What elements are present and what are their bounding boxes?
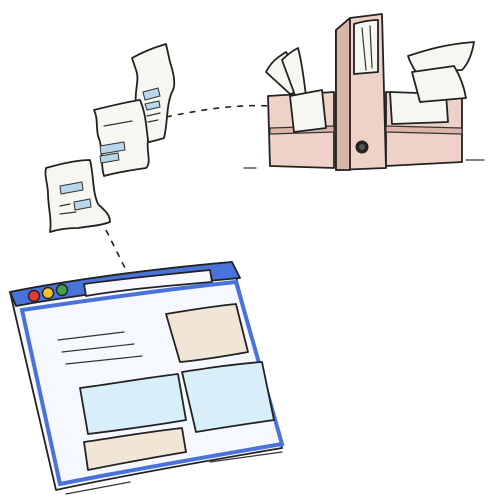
content-tile-blue-right xyxy=(181,361,275,433)
text-line xyxy=(57,331,125,341)
text-field-icon xyxy=(99,152,120,164)
file-organizer xyxy=(243,13,485,171)
text-field-icon xyxy=(99,141,126,155)
content-tile-beige-bottom xyxy=(83,427,187,471)
connector-browser-to-documents xyxy=(105,229,126,269)
flying-document-bottom xyxy=(44,159,111,233)
green-dot-icon[interactable] xyxy=(55,283,69,297)
text-line xyxy=(61,343,135,353)
text-field-icon xyxy=(59,181,84,195)
red-dot-icon[interactable] xyxy=(27,289,41,303)
yellow-dot-icon[interactable] xyxy=(41,286,55,300)
browser-viewport xyxy=(19,279,285,487)
flying-document-middle xyxy=(93,99,150,177)
content-tile-blue-left xyxy=(79,373,187,435)
text-field-icon xyxy=(73,198,92,211)
browser-window xyxy=(9,261,285,495)
content-tile-beige-top xyxy=(165,303,249,363)
connector-documents-to-filebox xyxy=(165,104,273,118)
text-line xyxy=(65,355,143,365)
text-field-icon xyxy=(142,87,161,101)
address-bar[interactable] xyxy=(83,269,213,297)
text-field-icon xyxy=(144,100,161,111)
